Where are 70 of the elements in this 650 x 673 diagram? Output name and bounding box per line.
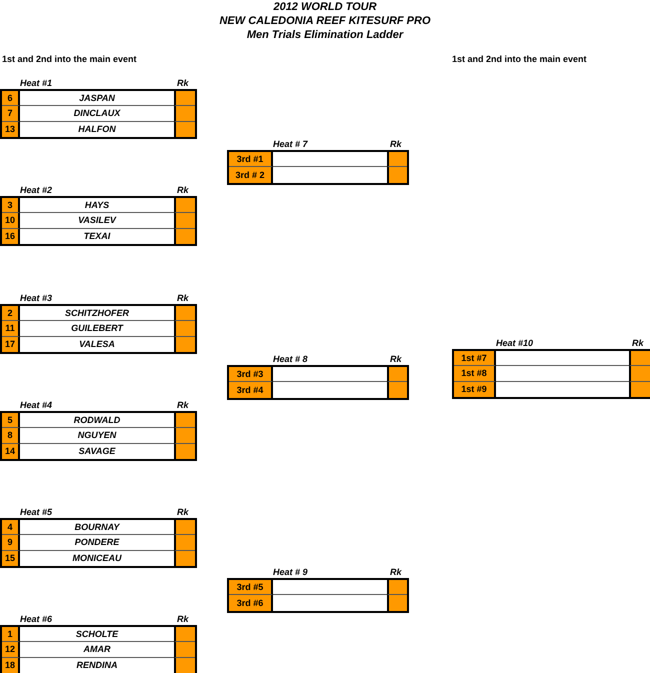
subtitle: NEW CALEDONIA REEF KITESURF PRO bbox=[218, 15, 432, 28]
rider-name: SCHOLTE bbox=[20, 627, 174, 642]
note: 1st and 2nd into the main event bbox=[452, 54, 587, 64]
title: 2012 WORLD TOUR bbox=[272, 1, 378, 14]
rider-name: HAYS bbox=[20, 198, 174, 214]
seed-number: 17 bbox=[2, 336, 20, 352]
seed-number: 18 bbox=[2, 658, 20, 673]
rider-name: HALFON bbox=[77, 123, 117, 136]
rider-name: AMAR bbox=[20, 642, 174, 658]
seed-number: 3 bbox=[2, 198, 20, 214]
seed-number: 6 bbox=[2, 91, 20, 106]
seed-number: 3rd # 2 bbox=[229, 167, 273, 183]
seed-number: 1 bbox=[2, 627, 20, 642]
heat-heading: Heat #2 bbox=[20, 185, 52, 195]
rider-name: VALESA bbox=[78, 338, 116, 352]
heat-heading: Heat #1 bbox=[20, 78, 52, 88]
seed-number: 11 bbox=[2, 321, 20, 337]
seed-number: 4 bbox=[2, 520, 20, 536]
rider-name: DINCLAUX bbox=[20, 106, 174, 122]
heat-heading: Heat #6 bbox=[20, 614, 52, 624]
seed-number: 7 bbox=[2, 106, 20, 122]
rider-name: MONICEAU bbox=[72, 552, 123, 566]
seed-number: 3rd #4 bbox=[229, 382, 273, 398]
rank-header: Rk bbox=[390, 567, 402, 577]
seed-number: 2 bbox=[2, 306, 20, 322]
rank-header: Rk bbox=[632, 338, 644, 348]
rank-header: Rk bbox=[177, 293, 189, 303]
rider-name: TEXAI bbox=[82, 230, 112, 244]
seed-number: 12 bbox=[2, 642, 20, 658]
subtitle: Men Trials Elimination Ladder bbox=[246, 29, 405, 42]
rank-header: Rk bbox=[390, 354, 402, 364]
seed-number: 15 bbox=[2, 550, 20, 566]
seed-number: 10 bbox=[2, 213, 20, 229]
heat-heading: Heat # 7 bbox=[273, 139, 308, 149]
rank-header: Rk bbox=[177, 507, 189, 517]
rank-header: Rk bbox=[177, 614, 189, 624]
seed-number: 13 bbox=[2, 122, 20, 137]
heat-heading: Heat #3 bbox=[20, 293, 52, 303]
seed-number: 3rd #5 bbox=[229, 580, 273, 596]
seed-number: 5 bbox=[2, 413, 20, 428]
seed-number: 8 bbox=[2, 428, 20, 444]
rank-header: Rk bbox=[177, 78, 189, 88]
heat-heading: Heat #10 bbox=[496, 338, 534, 348]
rider-name: RODWALD bbox=[20, 413, 174, 428]
rider-name: SCHITZHOFER bbox=[20, 306, 174, 322]
heat-heading: Heat # 9 bbox=[273, 567, 308, 577]
rank-header: Rk bbox=[390, 139, 402, 149]
seed-number: 1st #8 bbox=[454, 366, 496, 382]
rider-name: SAVAGE bbox=[78, 445, 116, 458]
rider-name: JASPAN bbox=[20, 91, 174, 106]
seed-number: 3rd #3 bbox=[229, 367, 273, 382]
seed-number: 3rd #6 bbox=[229, 595, 273, 611]
rider-name: GUILEBERT bbox=[20, 321, 174, 337]
rider-name: PONDERE bbox=[20, 535, 174, 551]
rider-name: BOURNAY bbox=[20, 520, 174, 536]
heat-heading: Heat #5 bbox=[20, 507, 52, 517]
seed-number: 1st #9 bbox=[454, 382, 496, 397]
rank-header: Rk bbox=[177, 400, 189, 410]
heat-heading: Heat #4 bbox=[20, 400, 52, 410]
note: 1st and 2nd into the main event bbox=[2, 54, 137, 64]
seed-number: 16 bbox=[2, 228, 20, 244]
rider-name: NGUYEN bbox=[20, 428, 174, 444]
seed-number: 3rd #1 bbox=[229, 152, 273, 168]
seed-number: 1st #7 bbox=[454, 351, 496, 366]
heat-heading: Heat # 8 bbox=[273, 354, 308, 364]
seed-number: 14 bbox=[2, 444, 20, 459]
rank-header: Rk bbox=[177, 185, 189, 195]
rider-name: RENDINA bbox=[75, 659, 118, 672]
rider-name: VASILEV bbox=[20, 213, 174, 229]
seed-number: 9 bbox=[2, 535, 20, 551]
